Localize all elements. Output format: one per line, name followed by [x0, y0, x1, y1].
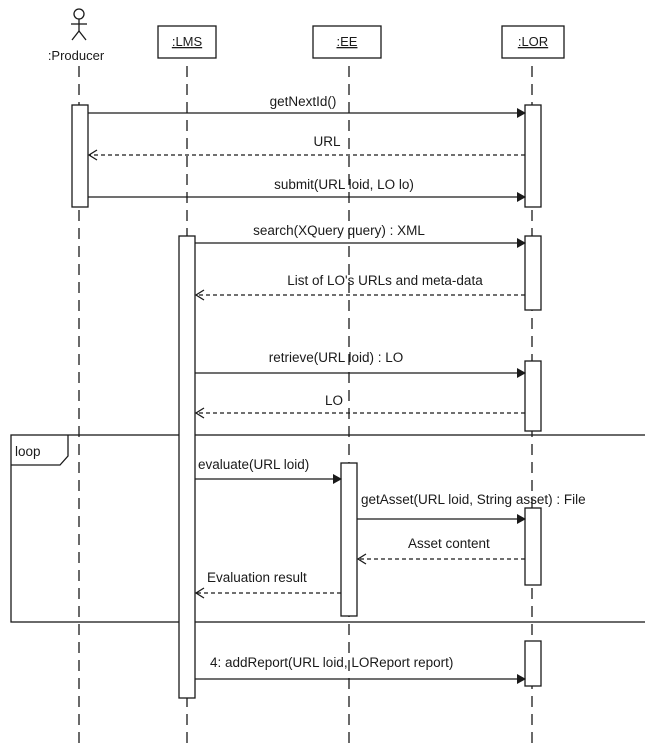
loop-operator-label: loop: [15, 444, 41, 459]
message-getnextid: [88, 108, 526, 118]
return-lo-list-label: List of LO's URLs and meta-data: [287, 273, 483, 288]
return-lo-list: [194, 289, 525, 301]
return-evaluation-result: [194, 587, 341, 599]
return-url: [87, 149, 525, 161]
return-asset-content: [356, 553, 525, 565]
message-submit: [88, 192, 526, 202]
loop-operator-tab: [11, 435, 69, 466]
message-retrieve: [195, 368, 526, 378]
ee-activation: [340, 462, 358, 617]
message-retrieve-label: retrieve(URL loid) : LO: [269, 350, 404, 365]
loop-fragment: [10, 434, 645, 623]
message-getasset: [357, 514, 526, 524]
producer-activation: [71, 104, 89, 208]
lms-activation: [178, 235, 196, 699]
producer-actor-icon: [71, 8, 87, 41]
return-lo: [194, 407, 525, 419]
message-getnextid-label: getNextId(): [270, 94, 337, 109]
message-search: [195, 238, 526, 248]
message-search-label: search(XQuery query) : XML: [253, 223, 425, 238]
return-evaluation-result-label: Evaluation result: [207, 570, 307, 585]
lms-header-label: :LMS: [172, 34, 203, 49]
lor-activation-5: [524, 640, 542, 687]
producer-label: :Producer: [48, 48, 105, 63]
message-getasset-label: getAsset(URL loid, String asset) : File: [361, 492, 586, 507]
ee-header-label: :EE: [337, 34, 358, 49]
lms-header-box: [157, 25, 217, 59]
lor-header-box: [501, 25, 565, 59]
return-asset-content-label: Asset content: [408, 536, 490, 551]
message-submit-label: submit(URL loid, LO lo): [274, 177, 414, 192]
lor-activation-4: [524, 507, 542, 586]
message-evaluate-label: evaluate(URL loid): [198, 457, 309, 472]
lor-header-label: :LOR: [518, 34, 548, 49]
lor-activation-2: [524, 235, 542, 311]
lor-activation-1: [524, 104, 542, 208]
return-lo-label: LO: [325, 393, 343, 408]
message-addreport-label: 4: addReport(URL loid, LOReport report): [210, 655, 453, 670]
lor-activation-3: [524, 360, 542, 432]
ee-header-box: [312, 25, 382, 59]
message-addreport: [195, 674, 526, 684]
message-evaluate: [195, 474, 342, 484]
return-url-label: URL: [313, 134, 340, 149]
